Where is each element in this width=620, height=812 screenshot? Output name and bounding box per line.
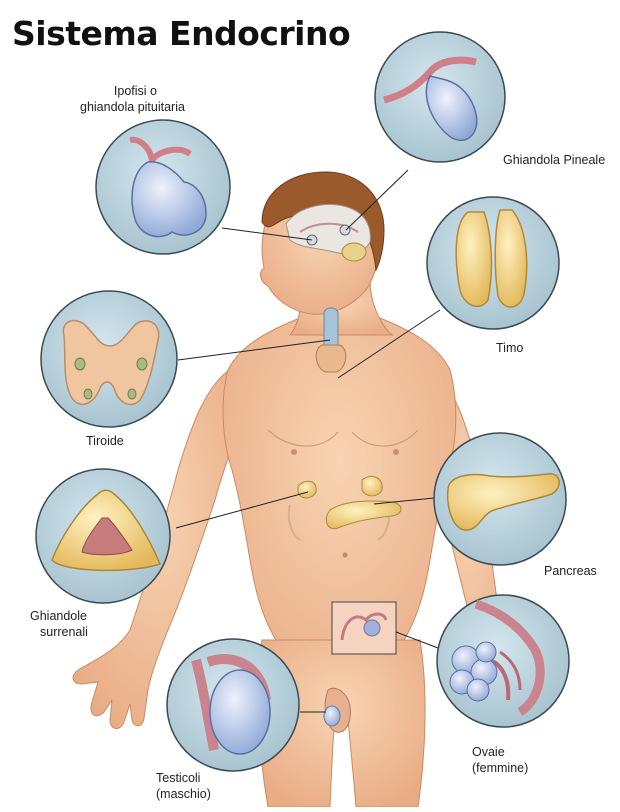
label-thyroid: Tiroide [86, 433, 124, 449]
page-title: Sistema Endocrino [12, 14, 350, 53]
ovaries-circle [437, 595, 569, 727]
testes-circle [167, 639, 299, 771]
thymus-gland-left [456, 212, 491, 306]
label-pancreas: Pancreas [544, 563, 597, 579]
testis [210, 670, 270, 754]
adrenal-circle [36, 469, 170, 603]
label-adrenal-line2: surrenali [40, 624, 88, 640]
pituitary-circle [96, 120, 230, 254]
thyroid-circle [41, 291, 177, 427]
label-thymus: Timo [496, 340, 523, 356]
label-pituitary-line2: ghiandola pituitaria [80, 99, 185, 115]
label-testes: Testicoli (maschio) [156, 770, 211, 802]
label-ovaries-line1: Ovaie [472, 744, 528, 760]
label-pituitary: Ipofisi o ghiandola pituitaria [86, 83, 185, 115]
label-adrenal-line1: Ghiandole [30, 608, 88, 624]
label-testes-line2: (maschio) [156, 786, 211, 802]
pancreas-circle [434, 433, 566, 565]
label-pineal: Ghiandola Pineale [503, 152, 605, 168]
label-adrenal: Ghiandole surrenali [30, 608, 88, 640]
label-ovaries-line2: (femmine) [472, 760, 528, 776]
label-ovaries: Ovaie (femmine) [472, 744, 528, 776]
label-pituitary-line1: Ipofisi o [86, 83, 185, 99]
label-testes-line1: Testicoli [156, 770, 211, 786]
pineal-circle [375, 32, 505, 162]
thymus-circle [427, 197, 559, 329]
